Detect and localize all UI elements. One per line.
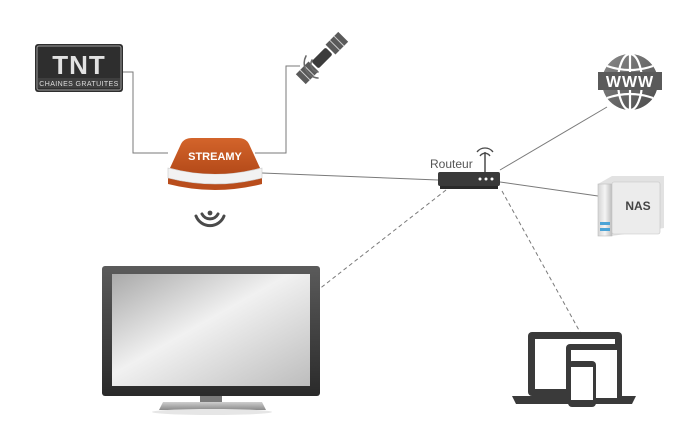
- globe-icon: WWW: [598, 52, 662, 112]
- link-satellite-streamy: [255, 65, 300, 154]
- streamy-label: STREAMY: [188, 151, 242, 163]
- tnt-logo-text: TNT: [52, 50, 106, 80]
- nas-icon: NAS: [597, 176, 664, 237]
- satellite-signal-arcs: [303, 55, 319, 79]
- wireless-signal-icon: [194, 210, 226, 228]
- link-tnt-streamy: [123, 71, 168, 154]
- tnt-logo-icon: TNT CHAINES GRATUITES: [35, 44, 123, 92]
- router-label: Routeur: [430, 157, 473, 171]
- link-streamy-router: [261, 172, 439, 181]
- nas-label: NAS: [625, 199, 650, 213]
- satellite-icon: [295, 31, 349, 85]
- link-router-internet: [499, 106, 608, 171]
- link-router-tv: [317, 189, 447, 291]
- link-router-nas: [499, 181, 599, 197]
- globe-label: WWW: [606, 74, 654, 91]
- streamy-box: STREAMY: [167, 138, 263, 190]
- tnt-logo-subtext: CHAINES GRATUITES: [39, 81, 118, 88]
- tv-icon: [102, 266, 320, 415]
- devices-icon: [512, 332, 636, 407]
- connections: [123, 65, 608, 333]
- link-router-devices: [501, 190, 581, 333]
- router-icon: Routeur: [430, 147, 500, 189]
